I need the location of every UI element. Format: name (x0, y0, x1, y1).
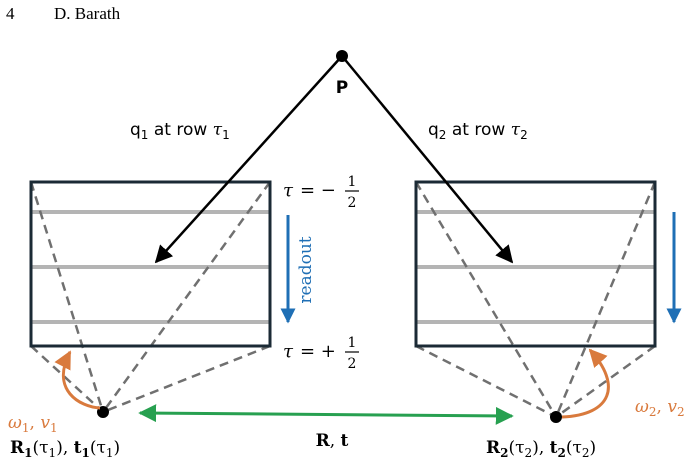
svg-text:= −: = − (300, 180, 336, 201)
left-image-plane (29, 180, 272, 414)
relative-pose-label: R, t (316, 431, 349, 451)
velocity-arrow-camera-2 (561, 348, 610, 419)
left-image-frame (29, 180, 272, 348)
svg-text:τ: τ (283, 341, 294, 362)
running-head-author: D. Barath (54, 4, 121, 23)
point-p-marker (336, 50, 348, 62)
camera-2-center (550, 411, 562, 423)
camera-1-center (97, 406, 109, 418)
right-frustum-edge (555, 344, 656, 419)
left-frustum-edge (30, 345, 104, 413)
tau-bottom-label: τ = + 1 2 (283, 335, 359, 372)
svg-text:τ: τ (283, 180, 294, 201)
right-frustum-edge (554, 181, 657, 418)
right-frustum-edge (415, 344, 557, 419)
svg-text:2: 2 (348, 195, 357, 211)
obs1-label: q1 at row τ1 (130, 120, 230, 142)
svg-text:2: 2 (348, 356, 357, 372)
right-image-plane (414, 180, 657, 419)
page-header: 4 D. Barath (0, 4, 696, 28)
ray-to-left-image (154, 55, 343, 264)
camera-1-velocity-label: ω1, v1 (8, 413, 58, 435)
page-number: 4 (6, 4, 15, 23)
camera-2-velocity-label: ω2, v2 (635, 397, 685, 419)
svg-text:1: 1 (348, 335, 357, 351)
right-image-frame (414, 180, 657, 348)
ray-to-right-image (341, 55, 514, 264)
svg-text:1: 1 (348, 174, 357, 190)
svg-text:= +: = + (300, 341, 336, 362)
tau-top-label: τ = − 1 2 (283, 174, 359, 211)
camera-2-pose-label: R2(τ2), t2(τ2) (486, 438, 596, 460)
right-frustum-edge (414, 181, 558, 418)
point-p-label: P (336, 78, 348, 98)
obs2-label: q2 at row τ2 (428, 120, 528, 142)
baseline-arrow (138, 404, 514, 425)
camera-1-pose-label: R1(τ1), t1(τ1) (10, 438, 120, 460)
left-frustum-edge (101, 181, 272, 413)
left-frustum-edge (29, 181, 105, 413)
velocity-arrow-camera-1 (54, 350, 101, 410)
readout-label: readout (296, 236, 316, 303)
